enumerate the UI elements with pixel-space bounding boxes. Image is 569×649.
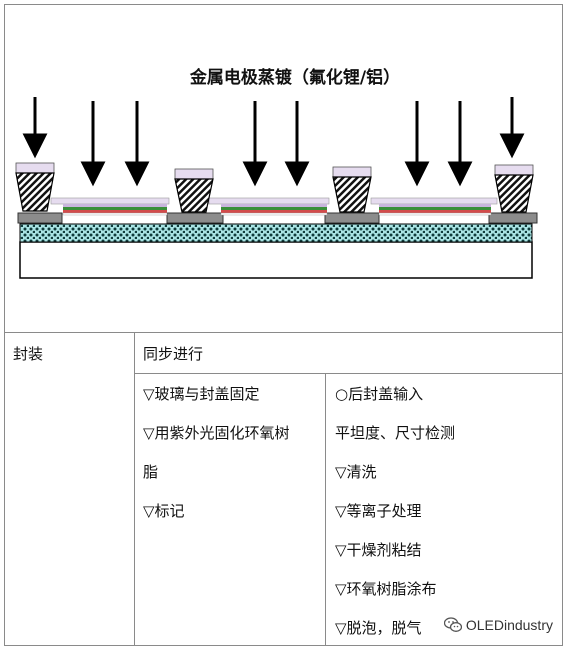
evaporation-arrows bbox=[22, 97, 525, 187]
ito-layer bbox=[19, 223, 533, 243]
table-col-divider-1 bbox=[134, 332, 135, 646]
organic-stack-3 bbox=[370, 197, 498, 216]
arrow-icon bbox=[124, 101, 150, 187]
organic-stack-2 bbox=[208, 197, 330, 216]
page-frame bbox=[4, 4, 563, 646]
list-item: ▽等离子处理 bbox=[335, 502, 422, 520]
watermark: OLEDindustry bbox=[443, 617, 553, 633]
separator-3 bbox=[332, 166, 372, 213]
table-header-divider bbox=[134, 373, 563, 374]
arrow-icon bbox=[22, 97, 48, 159]
wechat-icon bbox=[443, 617, 462, 632]
glass-substrate bbox=[19, 241, 533, 279]
list-item: ▽环氧树脂涂布 bbox=[335, 580, 437, 598]
arrow-icon bbox=[404, 101, 430, 187]
arrow-icon bbox=[447, 101, 473, 187]
diagram-title: 金属电极蒸镀（氟化锂/铝） bbox=[189, 67, 400, 88]
arrow-icon bbox=[80, 101, 106, 187]
gray-pads bbox=[17, 212, 538, 224]
separator-1 bbox=[15, 162, 55, 212]
list-item: ▽干燥剂粘结 bbox=[335, 541, 422, 559]
list-item: ▽用紫外光固化环氧树 bbox=[143, 424, 290, 442]
list-item: ▽标记 bbox=[143, 502, 185, 520]
arrow-icon bbox=[242, 101, 268, 187]
table-top-border bbox=[4, 332, 563, 333]
organic-stack-1 bbox=[50, 197, 170, 216]
separator-4 bbox=[494, 164, 534, 213]
list-item: ▽清洗 bbox=[335, 463, 377, 481]
list-item: ▽玻璃与封盖固定 bbox=[143, 385, 260, 403]
table-col-divider-2 bbox=[325, 373, 326, 646]
watermark-text: OLEDindustry bbox=[465, 617, 553, 633]
list-item: ▽脱泡，脱气 bbox=[335, 619, 422, 637]
list-item: ○后封盖输入 bbox=[335, 385, 424, 403]
arrow-icon bbox=[284, 101, 310, 187]
separators bbox=[15, 162, 534, 213]
list-item: 平坦度、尺寸检测 bbox=[335, 424, 456, 442]
table-header: 同步进行 bbox=[143, 345, 204, 363]
arrow-icon bbox=[499, 97, 525, 159]
row-label: 封装 bbox=[13, 345, 44, 363]
list-item: 脂 bbox=[143, 463, 159, 481]
separator-2 bbox=[174, 168, 214, 213]
evaporation-diagram: 金属电极蒸镀（氟化锂/铝） bbox=[15, 67, 538, 279]
